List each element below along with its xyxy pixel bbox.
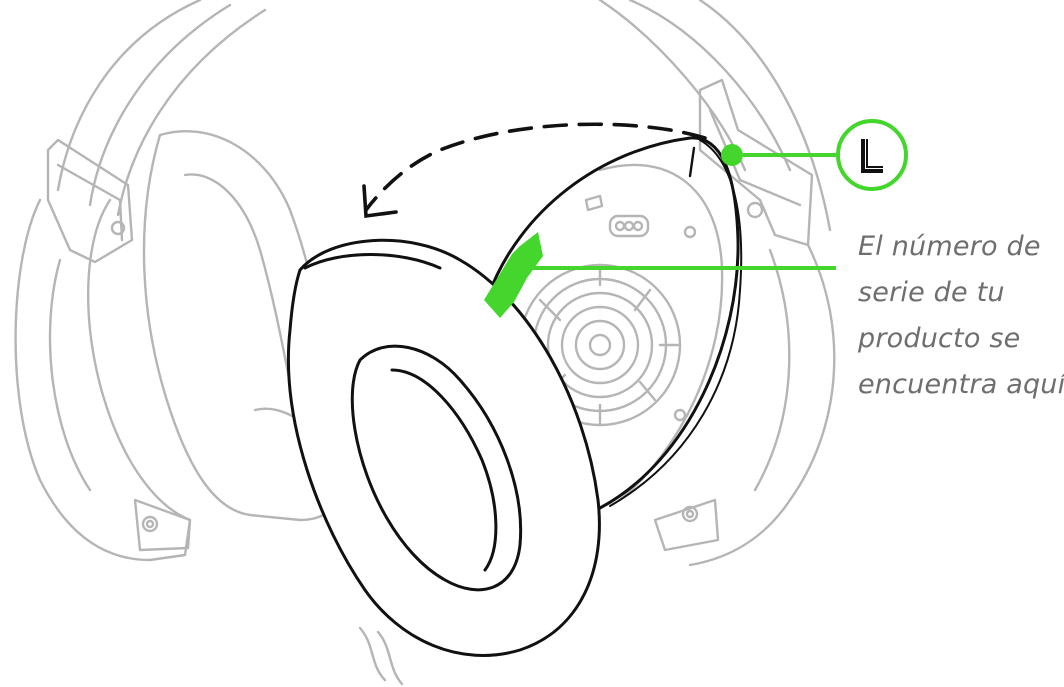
left-bottom-screw-inner [147,521,153,527]
callout-line-2: serie de tu [858,270,1058,316]
face-latch [586,196,602,210]
curved-dashed-arrow-icon [364,124,705,216]
right-bottom-screw-inner [687,511,693,517]
detached-cushion [288,240,599,655]
left-bottom-screw [143,517,157,531]
right-shell-inner [755,250,789,490]
connector-pin-2 [625,222,633,230]
earcup-notch [690,148,694,176]
callout-line-4: encuentra aquí. [858,362,1058,408]
side-indicator-dot [721,144,743,166]
letter-l-badge-icon [838,121,906,189]
face-screw-top [685,227,695,237]
right-shell-outer [690,245,834,565]
callout-line-1: El número de [858,224,1058,270]
grille-ring-5 [590,335,610,355]
connector-pin-3 [634,222,642,230]
side-indicator-callout [721,121,906,189]
right-arm [700,80,812,245]
headband-left-arc [58,0,200,190]
left-shell-outer [16,200,190,560]
grille-ring-4 [576,321,624,369]
face-screw-bottom [675,410,685,420]
headband-left-arc-inner2 [118,10,265,215]
grille-ring-3 [562,307,638,383]
left-cushion-inner [185,174,300,430]
serial-number-callout-text: El número de serie de tu producto se enc… [858,224,1058,408]
connector-pin-1 [616,222,624,230]
callout-line-3: producto se [858,316,1058,362]
left-shell-inner [50,260,90,490]
right-arm-screw [748,203,762,217]
arrow-head [364,186,396,216]
